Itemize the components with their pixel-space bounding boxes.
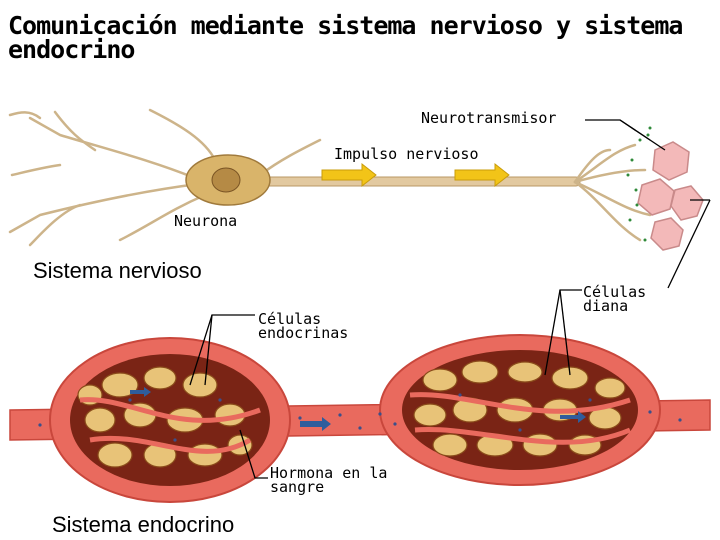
label-neurotransmisor: Neurotransmisor bbox=[421, 109, 557, 127]
blood-vessel-illustration bbox=[9, 289, 711, 503]
page-title: Comunicación mediante sistema nervioso y… bbox=[8, 11, 683, 64]
neuron-illustration bbox=[8, 108, 711, 289]
label-impulso-nervioso: Impulso nervioso bbox=[334, 145, 479, 163]
section-sistema-nervioso: Sistema nervioso bbox=[33, 258, 202, 283]
section-sistema-endocrino: Sistema endocrino bbox=[52, 512, 235, 537]
label-celulas-diana: Células diana bbox=[583, 283, 647, 315]
label-neurona: Neurona bbox=[174, 212, 238, 230]
label-celulas-endocrinas: Células endocrinas bbox=[258, 310, 349, 342]
label-hormona-sangre: Hormona en la sangre bbox=[270, 464, 388, 496]
